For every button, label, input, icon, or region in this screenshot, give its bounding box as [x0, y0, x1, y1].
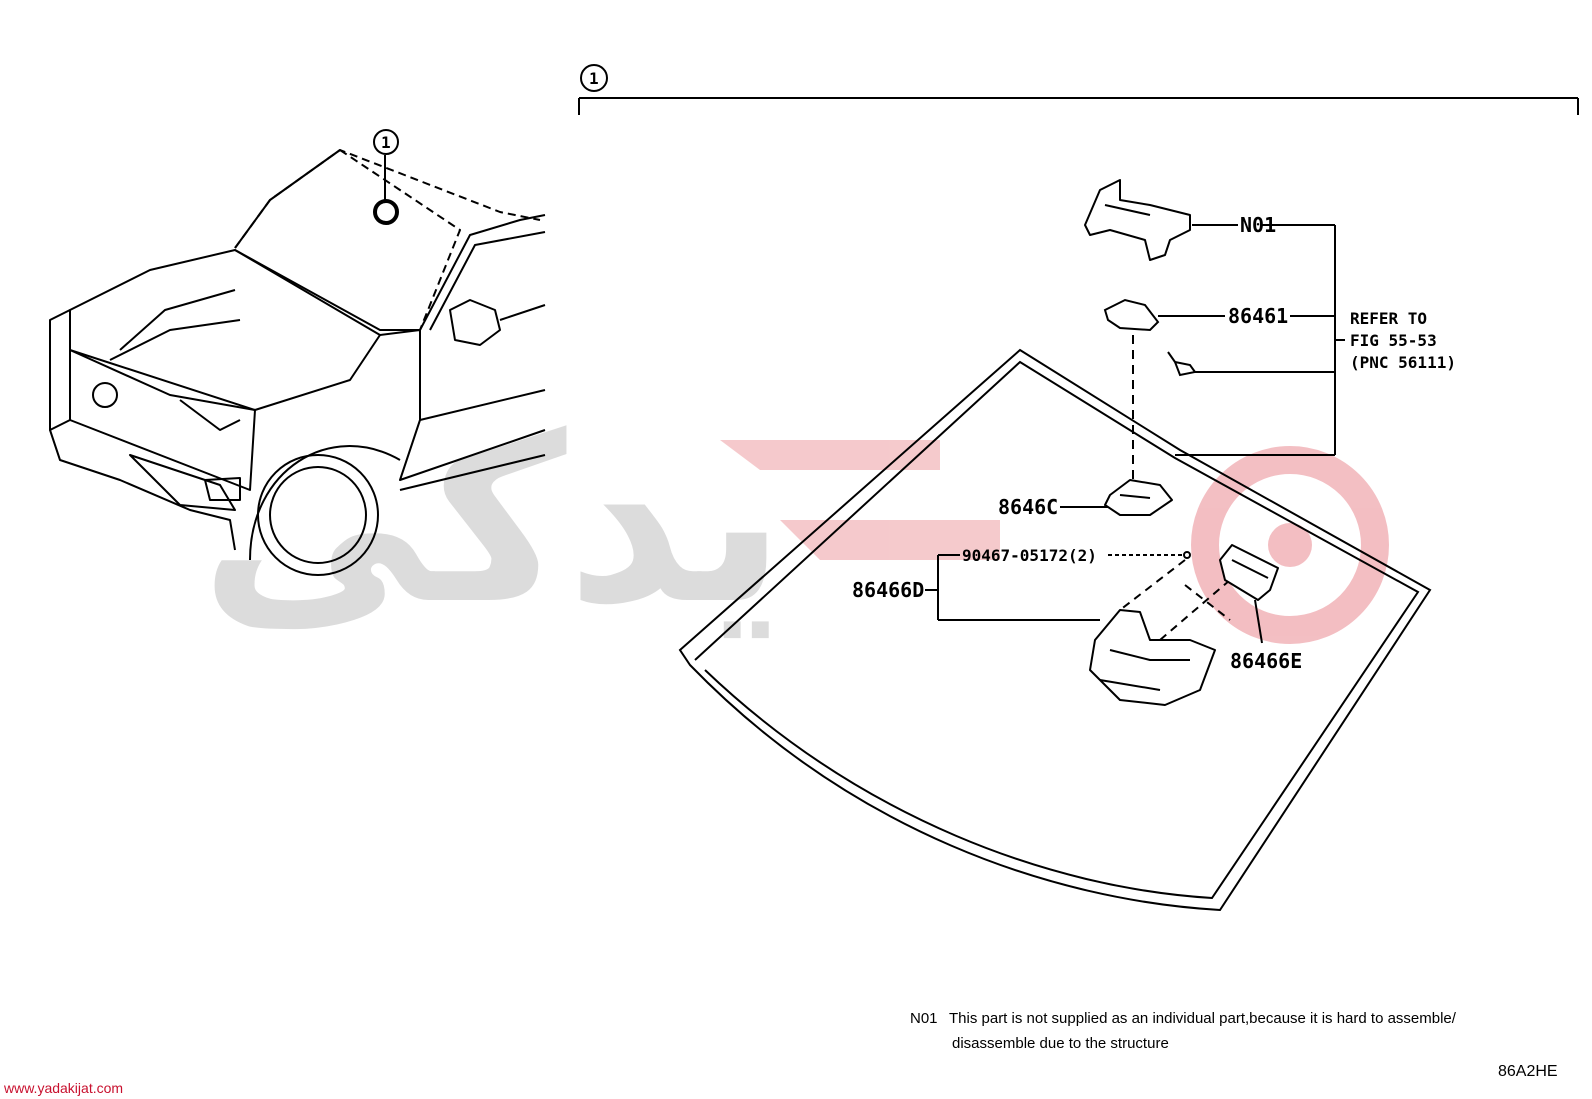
- callout-circle-icon: [580, 64, 608, 92]
- label-86466d: 86466D: [852, 578, 924, 602]
- sensor-86461-icon: [1103, 298, 1160, 332]
- screw-icon: [1183, 551, 1191, 559]
- group-bracket-line: [578, 97, 1579, 115]
- windshield-drawing: [678, 348, 1432, 912]
- watermark-site-url: www.yadakijat.com: [4, 1080, 124, 1096]
- refer-line-3: (PNC 56111): [1350, 353, 1456, 372]
- bracket-86466e-icon: [1219, 544, 1279, 601]
- callout-main-number: 1: [589, 69, 599, 88]
- callout-circle-icon: [373, 129, 399, 155]
- watermark-logo: ﯾﺪﮐﯽ: [200, 388, 1389, 655]
- bracket-86466d-line: [925, 554, 1100, 621]
- label-86461: 86461: [1228, 304, 1288, 328]
- footnote-line-2: disassemble due to the structure: [952, 1035, 1169, 1052]
- n01-bracket-icon: [1084, 179, 1191, 261]
- sensor-location-marker: [373, 199, 399, 225]
- label-86466e: 86466E: [1230, 649, 1302, 673]
- callout-vehicle: 1: [373, 129, 399, 155]
- footnote-code: N01: [910, 1010, 938, 1027]
- cover-86466d-icon: [1089, 609, 1216, 706]
- refer-line-2: FIG 55-53: [1350, 331, 1437, 350]
- assembly-dashed-lines: [1119, 559, 1231, 641]
- svg-text:ﯾﺪﮐﯽ: ﯾﺪﮐﯽ: [200, 388, 786, 655]
- callout-main: 1: [580, 64, 608, 92]
- connector-icon: [1167, 351, 1197, 377]
- label-90467: 90467-05172(2): [962, 546, 1097, 565]
- mount-8646c-icon: [1104, 479, 1173, 516]
- label-8646c: 8646C: [998, 495, 1058, 519]
- refer-line-1: REFER TO: [1350, 309, 1427, 328]
- refer-bracket-line: [1175, 224, 1345, 456]
- vehicle-drawing: [49, 149, 546, 576]
- callout-vehicle-number: 1: [381, 133, 391, 152]
- footnote-line-1: This part is not supplied as an individu…: [949, 1010, 1456, 1027]
- diagram-code: 86A2HE: [1498, 1063, 1558, 1080]
